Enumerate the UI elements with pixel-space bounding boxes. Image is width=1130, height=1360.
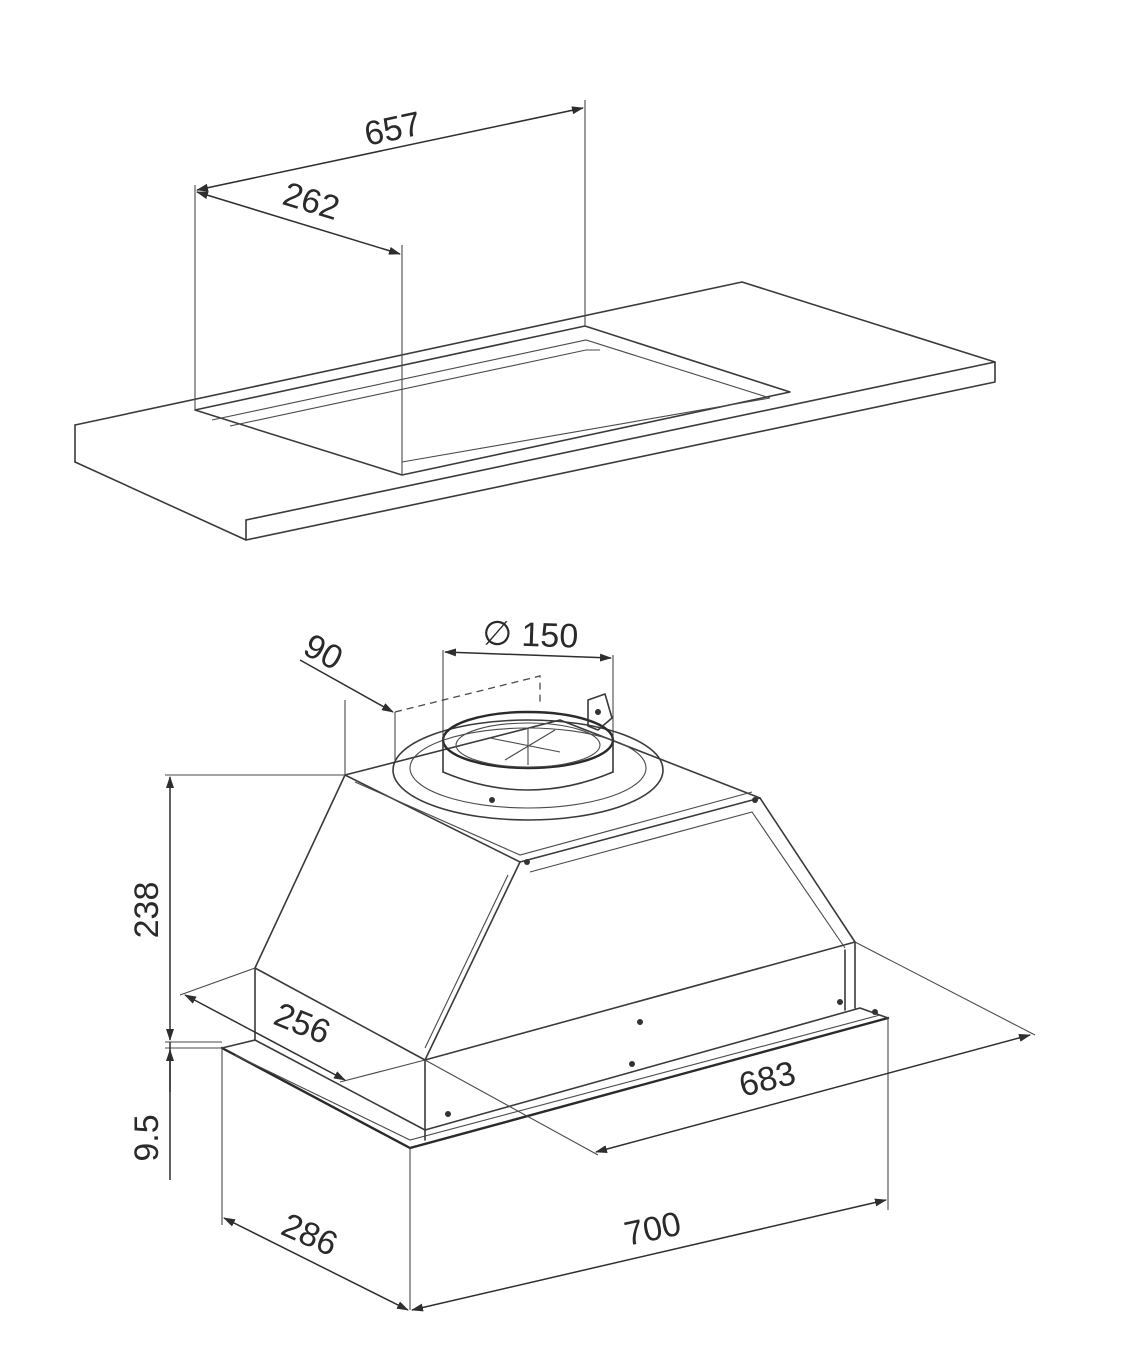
dim-line-body-length [595,1034,1031,1153]
screw-icon [629,1061,635,1067]
outlet-collar-sides [442,739,614,773]
panel-front-right [408,1016,890,1150]
screw-icon [637,1019,643,1025]
worktop-cutout-view: 657 262 [74,100,996,541]
body-top-plate-front [354,781,753,856]
screw-icon [872,1009,878,1015]
outlet-collar-bottom [442,771,614,791]
dim-line-outlet-offset [299,659,394,713]
cutout-inner [211,339,771,463]
dim-line-panel-depth [223,1217,409,1311]
outlet-flange-outer [392,719,664,821]
body-front-face-inner [424,874,509,1049]
dim-line-body-depth [184,994,346,1081]
label-outlet-diameter: ∅ 150 [482,614,579,655]
label-outlet-offset: 90 [298,627,349,678]
hinge-icon [587,693,613,731]
panel-top-left [221,1039,426,1131]
label-cutout-length: 657 [361,105,424,154]
label-panel-depth: 286 [276,1206,343,1264]
screw-icon [445,1111,451,1117]
cutout-outer [194,325,791,476]
label-panel-thickness: 9.5 [128,1114,166,1161]
body-top-plate [344,719,761,799]
body-front-face [424,797,856,1061]
ext-body-depth-bottom [339,1059,426,1083]
label-panel-length: 700 [621,1205,684,1254]
screw-icon [524,859,530,865]
dim-line-outlet-diameter [444,648,612,662]
damper-flap-icon [489,728,561,765]
dim-line-panel-length [411,1198,887,1312]
hinge-screw-icon [595,709,601,715]
screw-icon [752,797,758,803]
ext-body-length-right [854,941,1036,1036]
body-front-edge-inner [529,811,846,949]
label-body-depth: 256 [269,996,336,1052]
hood-unit-view: 90 ∅ 150 238 9.5 256 683 286 700 [128,614,1036,1312]
body-right-end [844,941,856,1011]
dim-line-cutout-depth [196,191,401,255]
panel-top-right [424,1007,889,1131]
screw-icon [837,999,843,1005]
dim-line-cutout-length [196,106,584,192]
outlet-collar-inner [455,722,601,768]
screw-icon [489,797,495,803]
label-body-height: 238 [128,882,166,939]
outlet-dash-projection [394,675,541,713]
ext-body-length-left [424,1059,599,1156]
panel-front-left [220,1046,412,1150]
ext-body-depth-top [179,967,256,996]
cutout-inner-lip [229,349,600,427]
slab-top-edge [74,281,996,521]
label-body-length: 683 [735,1054,799,1105]
slab-front-edge [74,361,996,541]
